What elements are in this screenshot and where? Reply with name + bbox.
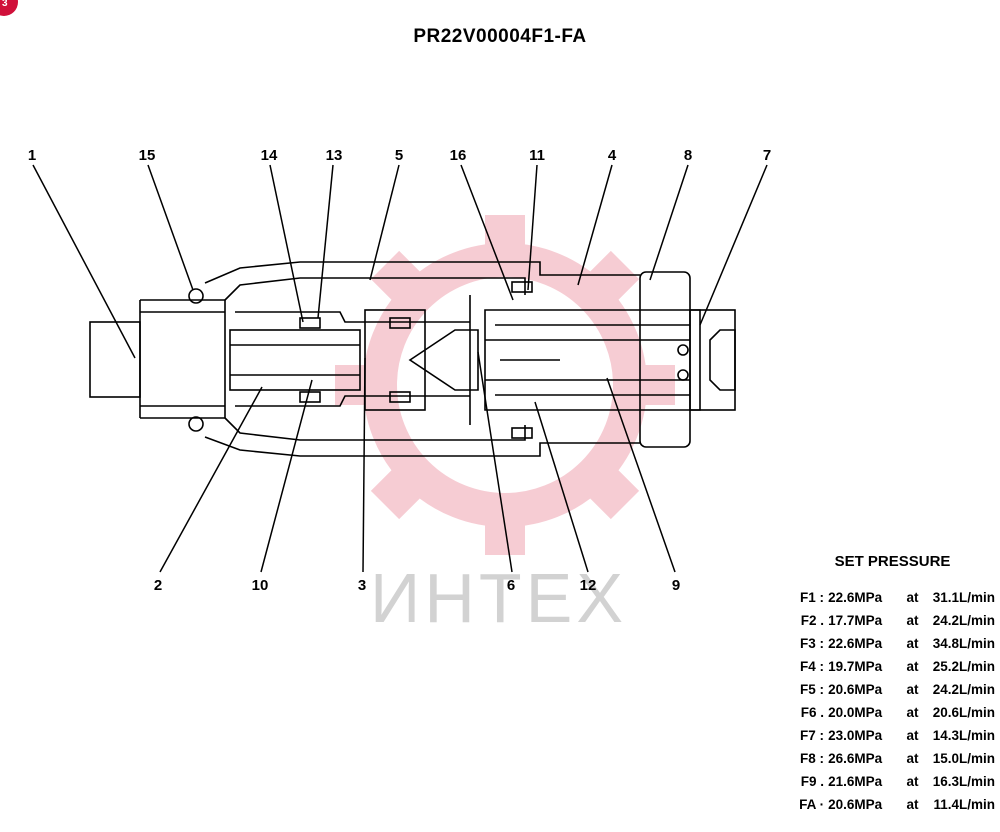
set-pressure-flow: 24.2L/min <box>932 682 995 697</box>
set-pressure-pressure: 22.6MPa <box>828 590 883 605</box>
callout-1: 1 <box>28 147 36 164</box>
callout-4: 4 <box>608 147 617 164</box>
set-pressure-at: at <box>906 728 919 743</box>
set-pressure-row: F3 :22.6MPa at 34.8L/min <box>760 632 995 655</box>
set-pressure-pressure: 21.6MPa <box>828 774 883 789</box>
set-pressure-flow: 31.1L/min <box>932 590 995 605</box>
set-pressure-row: FA ·20.6MPa at 11.4L/min <box>760 793 995 816</box>
leader-lines <box>32 164 768 573</box>
callout-labels: 1 15 14 13 5 16 11 4 8 7 2 10 3 6 12 9 <box>28 147 771 594</box>
callout-10: 10 <box>252 577 269 594</box>
callout-8: 8 <box>684 147 692 164</box>
callout-5: 5 <box>395 147 403 164</box>
set-pressure-label: F5 : <box>800 682 825 697</box>
callout-2: 2 <box>154 577 162 594</box>
set-pressure-row: F1 :22.6MPa at 31.1L/min <box>760 586 995 609</box>
set-pressure-flow: 14.3L/min <box>932 728 995 743</box>
valve-body <box>89 261 736 457</box>
callout-15: 15 <box>139 147 156 164</box>
set-pressure-flow: 25.2L/min <box>932 659 995 674</box>
set-pressure-at: at <box>906 636 919 651</box>
set-pressure-row: F7 :23.0MPa at 14.3L/min <box>760 724 995 747</box>
set-pressure-pressure: 20.6MPa <box>828 682 883 697</box>
set-pressure-flow: 15.0L/min <box>932 751 995 766</box>
set-pressure-row: F4 :19.7MPa at 25.2L/min <box>760 655 995 678</box>
callout-6: 6 <box>507 577 515 594</box>
callout-7: 7 <box>763 147 771 164</box>
set-pressure-row: F9 .21.6MPa at 16.3L/min <box>760 770 995 793</box>
callout-3: 3 <box>358 577 366 594</box>
set-pressure-flow: 34.8L/min <box>932 636 995 651</box>
set-pressure-pressure: 23.0MPa <box>828 728 883 743</box>
set-pressure-title: SET PRESSURE <box>834 553 951 570</box>
callout-11: 11 <box>529 147 545 164</box>
part-number-title: PR22V00004F1-FA <box>413 26 587 47</box>
set-pressure-pressure: 19.7MPa <box>828 659 883 674</box>
set-pressure-row: F8 :26.6MPa at 15.0L/min <box>760 747 995 770</box>
set-pressure-pressure: 20.6MPa <box>828 797 883 812</box>
callout-16: 16 <box>450 147 467 164</box>
set-pressure-at: at <box>906 682 919 697</box>
set-pressure-at: at <box>906 613 919 628</box>
set-pressure-label: F6 . <box>800 705 825 720</box>
callout-14: 14 <box>261 147 278 164</box>
set-pressure-label: F9 . <box>800 774 825 789</box>
set-pressure-at: at <box>906 659 919 674</box>
set-pressure-at: at <box>906 774 919 789</box>
set-pressure-row: F2 .17.7MPa at 24.2L/min <box>760 609 995 632</box>
set-pressure-label: F2 . <box>800 613 825 628</box>
watermark-gear-icon <box>335 215 675 555</box>
set-pressure-flow: 20.6L/min <box>932 705 995 720</box>
callout-12: 12 <box>580 577 597 594</box>
set-pressure-at: at <box>906 590 919 605</box>
set-pressure-flow: 11.4L/min <box>933 797 995 812</box>
watermark-text: ИНТЕХ <box>370 559 628 637</box>
corner-badge-text: 3 <box>2 0 8 9</box>
set-pressure-label: F4 : <box>800 659 825 674</box>
set-pressure-at: at <box>906 797 919 812</box>
set-pressure-at: at <box>906 751 919 766</box>
set-pressure-label: F1 : <box>800 590 825 605</box>
callout-13: 13 <box>326 147 343 164</box>
set-pressure-row: F5 :20.6MPa at 24.2L/min <box>760 678 995 701</box>
set-pressure-label: FA · <box>799 797 825 812</box>
set-pressure-pressure: 22.6MPa <box>828 636 883 651</box>
set-pressure-pressure: 26.6MPa <box>828 751 883 766</box>
set-pressure-flow: 24.2L/min <box>932 613 995 628</box>
set-pressure-at: at <box>906 705 919 720</box>
set-pressure-pressure: 17.7MPa <box>828 613 883 628</box>
callout-9: 9 <box>672 577 680 594</box>
set-pressure-label: F7 : <box>800 728 825 743</box>
corner-badge: 3 <box>0 0 18 16</box>
set-pressure-row: F6 .20.0MPa at 20.6L/min <box>760 701 995 724</box>
set-pressure-label: F8 : <box>800 751 825 766</box>
set-pressure-flow: 16.3L/min <box>932 774 995 789</box>
set-pressure-pressure: 20.0MPa <box>828 705 883 720</box>
set-pressure-label: F3 : <box>800 636 825 651</box>
